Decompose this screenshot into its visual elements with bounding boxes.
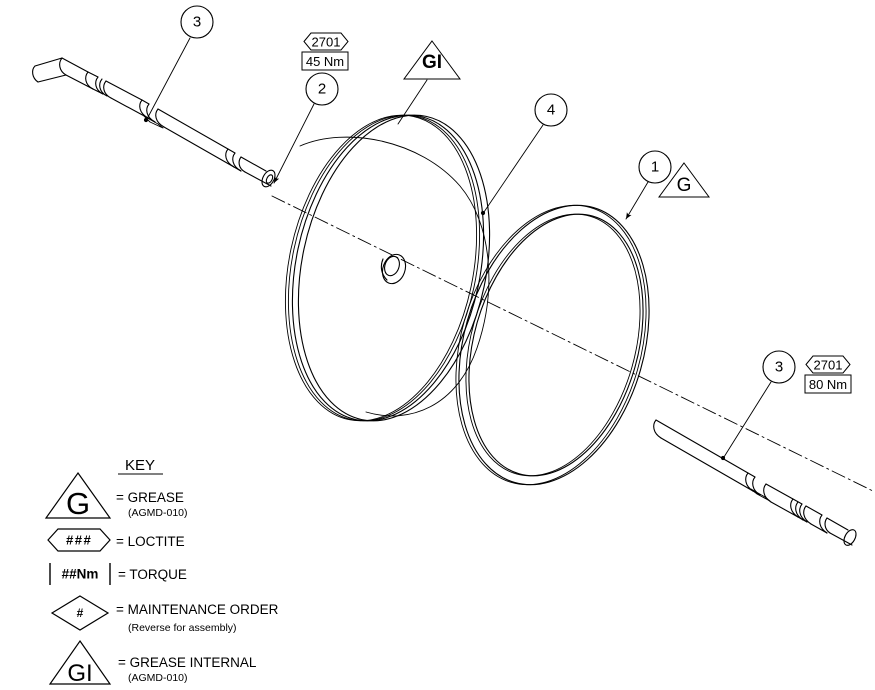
key-entry-maintenance-order: # = MAINTENANCE ORDER (Reverse for assem… — [50, 595, 279, 634]
key-entry-grease-internal: GI = GREASE INTERNAL (AGMD-010) — [48, 639, 257, 687]
key-grease-internal-subtext: (AGMD-010) — [128, 672, 188, 684]
balloon-1-label: 1 — [651, 159, 659, 176]
key-grease-internal-text: = GREASE INTERNAL — [118, 655, 257, 670]
key-grease-subtext: (AGMD-010) — [128, 507, 188, 519]
assembly-centreline — [271, 195, 875, 493]
balloon-2[interactable]: 2 — [305, 72, 339, 106]
balloon-2-label: 2 — [318, 81, 326, 98]
key-torque-symbol-label: ##Nm — [62, 567, 99, 582]
key-maintenance-text: = MAINTENANCE ORDER — [116, 602, 279, 617]
grease-internal-icon[interactable]: GI — [403, 40, 461, 80]
loctite-tag-right-label: 2701 — [814, 358, 843, 373]
key-maintenance-subtext: (Reverse for assembly) — [128, 622, 237, 634]
balloon-3-left-label: 3 — [193, 14, 201, 31]
part-large-disc — [284, 114, 491, 422]
key-loctite-symbol-label: ### — [66, 533, 92, 548]
key-grease-internal-symbol-label: GI — [67, 660, 92, 687]
key-grease-symbol-label: G — [66, 486, 90, 521]
leader-lines — [143, 37, 772, 461]
torque-tag-right-label: 80 Nm — [809, 377, 847, 392]
part-thin-ring — [455, 204, 650, 486]
key-entry-grease: G = GREASE (AGMD-010) — [44, 471, 188, 521]
key-maintenance-symbol-label: # — [77, 606, 84, 620]
key-entry-loctite: ### = LOCTITE — [47, 528, 185, 552]
torque-tag-right[interactable]: 80 Nm — [804, 374, 852, 394]
key-loctite-text: = LOCTITE — [116, 534, 185, 549]
grease-icon[interactable]: G — [658, 162, 710, 198]
torque-tag-top-label: 45 Nm — [306, 54, 344, 69]
balloon-1[interactable]: 1 — [638, 150, 672, 184]
key-title: KEY — [125, 457, 155, 474]
key-entry-torque: ##Nm = TORQUE — [49, 563, 187, 585]
balloon-4-label: 4 — [547, 102, 555, 119]
grease-internal-icon-label: GI — [422, 52, 442, 73]
balloon-4[interactable]: 4 — [534, 93, 568, 127]
key-grease-text: = GREASE — [116, 490, 184, 505]
key-legend: KEY G = GREASE (AGMD-010) ### = LOCTITE … — [44, 457, 279, 687]
part-shaft-right — [653, 419, 857, 546]
loctite-tag-right[interactable]: 2701 — [805, 355, 851, 374]
torque-tag-top[interactable]: 45 Nm — [301, 51, 349, 71]
balloon-3-left[interactable]: 3 — [180, 5, 214, 39]
balloon-3-right[interactable]: 3 — [762, 350, 796, 384]
key-torque-text: = TORQUE — [118, 567, 187, 582]
loctite-tag-top[interactable]: 2701 — [303, 32, 349, 51]
balloon-3-right-label: 3 — [775, 359, 783, 376]
loctite-tag-top-label: 2701 — [312, 35, 341, 50]
part-shaft-left — [32, 57, 276, 188]
grease-icon-label: G — [677, 175, 692, 196]
